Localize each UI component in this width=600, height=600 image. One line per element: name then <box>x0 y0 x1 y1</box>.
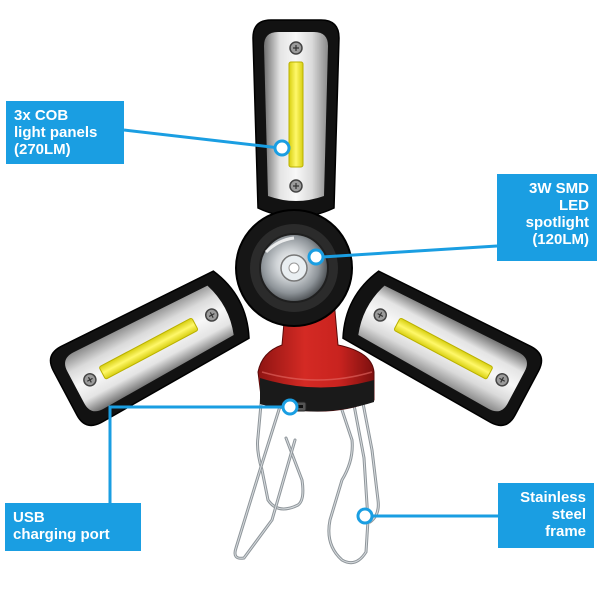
callout-smd-spotlight: 3W SMD LED spotlight (120LM) <box>497 174 597 261</box>
callout-cob-light-panels: 3x COB light panels (270LM) <box>6 101 124 164</box>
callout-line: Stainless <box>520 489 586 506</box>
callout-line: 3W SMD <box>529 180 589 197</box>
callout-line: frame <box>545 523 586 540</box>
callout-line: steel <box>551 506 586 523</box>
callout-markers <box>273 139 374 525</box>
cob-panel-top <box>252 19 340 218</box>
stainless-steel-frame <box>233 391 380 565</box>
callout-usb-charging-port: USB charging port <box>5 503 141 551</box>
callout-line: USB <box>13 509 45 526</box>
callout-line: (120LM) <box>532 231 589 248</box>
callout-leader-lines <box>108 128 498 518</box>
callout-line: charging port <box>13 526 110 543</box>
callout-stainless-steel-frame: Stainless steel frame <box>498 483 594 548</box>
callout-line: 3x COB <box>14 107 69 124</box>
callout-line: (270LM) <box>14 141 71 158</box>
smd-led-spotlight <box>235 209 353 327</box>
callout-line: spotlight <box>525 214 589 231</box>
callout-line: LED <box>559 197 589 214</box>
callout-line: light panels <box>14 124 98 141</box>
